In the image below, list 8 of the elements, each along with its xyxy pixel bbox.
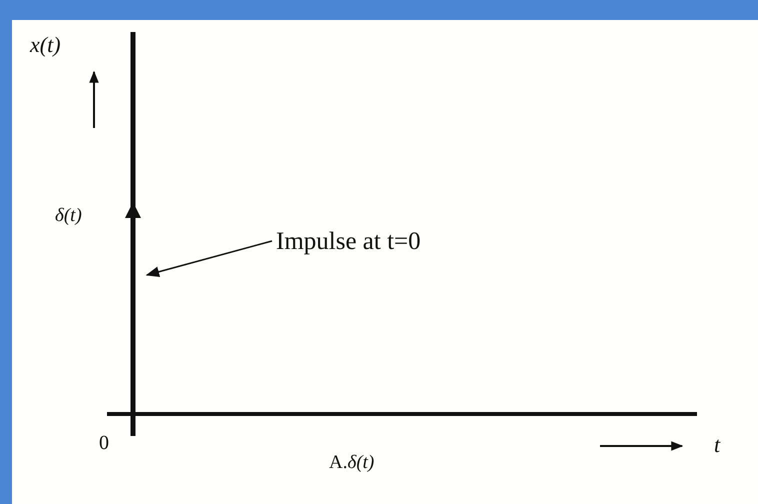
annotation-text: Impulse at t=0 [276,229,421,254]
impulse-spike [125,32,141,436]
axis-label: 0 [99,433,109,453]
leader-line [146,240,272,278]
axis-label: δ(t) [55,206,82,225]
axis-label: A.δ(t) [329,453,374,472]
axis-label: x(t) [30,34,61,56]
axis-label: t [714,434,720,456]
